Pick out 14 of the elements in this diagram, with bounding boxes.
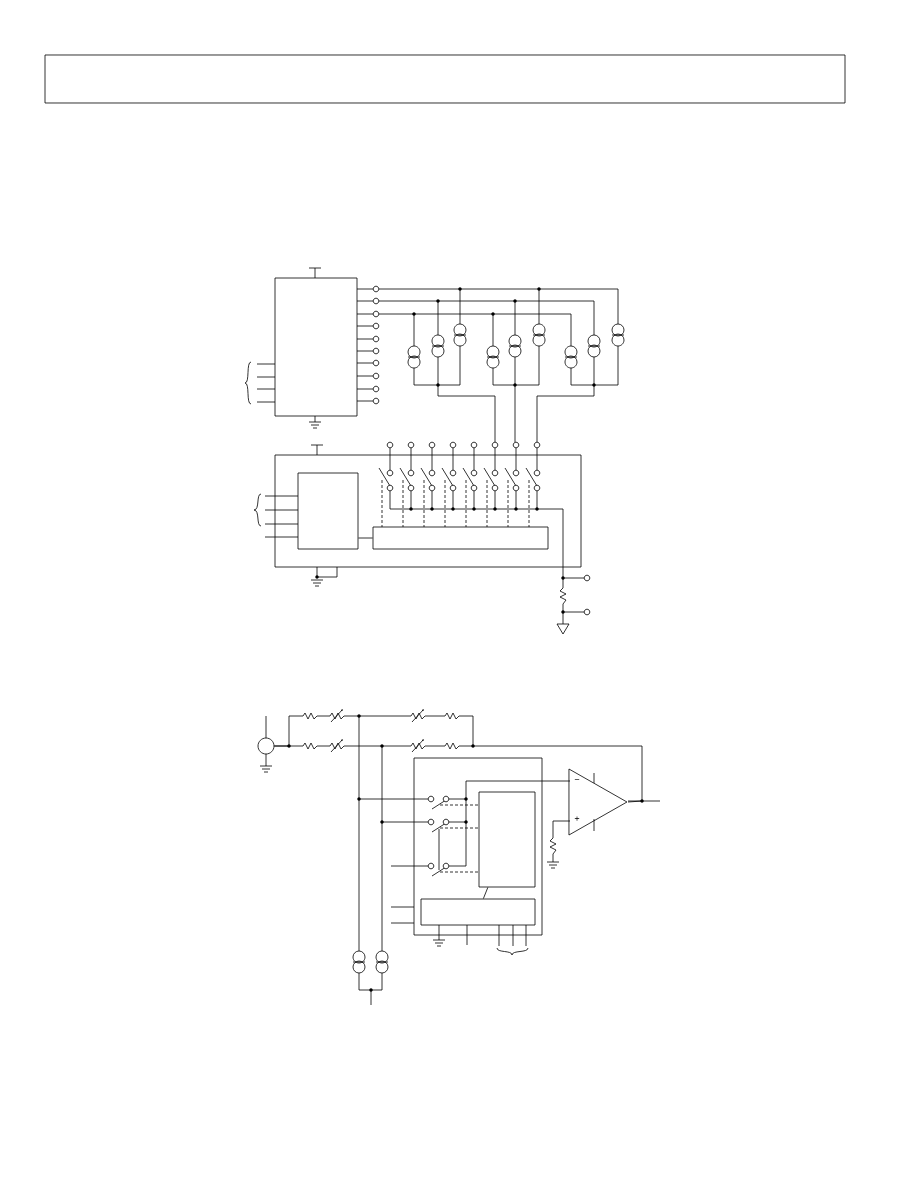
op-amp-triangle xyxy=(568,768,628,836)
block-box xyxy=(297,472,359,550)
block-box xyxy=(478,791,536,888)
input-sign: + xyxy=(574,816,580,821)
input-sign: − xyxy=(574,779,580,780)
block-box xyxy=(420,898,536,926)
block-box xyxy=(274,277,358,417)
signal-wire xyxy=(274,742,643,803)
block-box xyxy=(274,454,582,568)
connector-line xyxy=(358,537,373,539)
block-box xyxy=(372,526,549,550)
block-box xyxy=(413,757,543,936)
source-circle xyxy=(257,737,275,755)
connector-line xyxy=(482,887,489,899)
